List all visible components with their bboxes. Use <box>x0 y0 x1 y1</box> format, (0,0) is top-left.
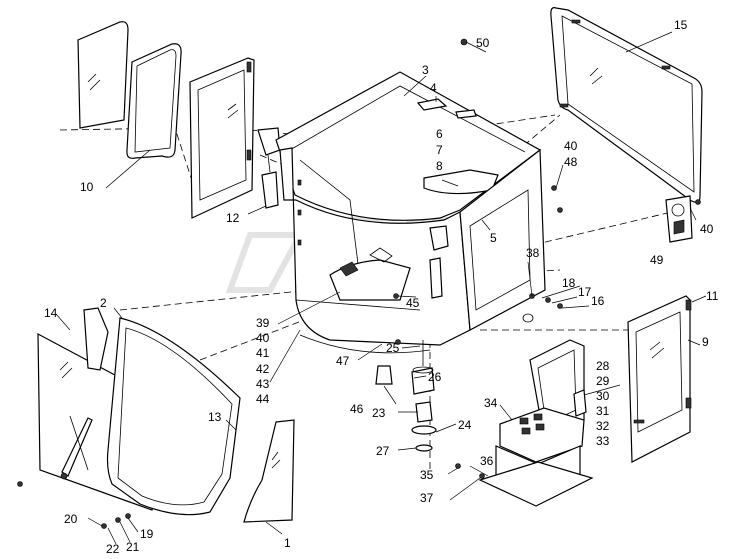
callout-label: 49 <box>650 253 664 267</box>
callout-label: 30 <box>596 389 610 403</box>
callout-label: 45 <box>406 296 420 310</box>
callout-label: 17 <box>578 285 592 299</box>
callout-label: 50 <box>476 36 490 50</box>
callout-label: 44 <box>256 392 270 406</box>
callout-label: 31 <box>596 404 610 418</box>
callout-label: 48 <box>564 155 578 169</box>
callout-label: 26 <box>428 370 442 384</box>
callout-label: 2 <box>100 296 107 310</box>
callout-label: 43 <box>256 377 270 391</box>
rear-window-glass <box>77 21 129 129</box>
left-door-panel <box>189 57 255 219</box>
callout-label: 25 <box>386 341 400 355</box>
callout-label: 46 <box>350 402 364 416</box>
callout-label: 8 <box>436 159 443 173</box>
callout-label: 42 <box>256 362 270 376</box>
callout-label: 11 <box>706 289 719 303</box>
front-wiper-arm <box>60 415 93 480</box>
callout-label: 41 <box>256 346 270 360</box>
callout-label: 40 <box>700 222 714 236</box>
callout-label: 18 <box>562 276 576 290</box>
rear-window-seal <box>126 43 182 159</box>
windshield-frame <box>106 317 241 516</box>
callout-label: 40 <box>256 331 270 345</box>
callout-label: 36 <box>480 454 494 468</box>
callout-label: 13 <box>208 410 222 424</box>
callout-label: 32 <box>596 419 610 433</box>
callout-label: 7 <box>436 143 443 157</box>
callout-label: 14 <box>44 306 58 320</box>
front-upper-window <box>550 7 703 203</box>
right-door <box>627 295 692 463</box>
callout-label: 19 <box>140 527 154 541</box>
callout-label: 35 <box>420 468 434 482</box>
cab-body <box>275 71 546 354</box>
callout-label: 24 <box>458 418 472 432</box>
left-mirror <box>257 127 281 209</box>
wiper-motor <box>665 195 693 243</box>
callout-label: 5 <box>490 231 497 245</box>
callout-labels: 1 2 3 4 5 6 7 8 9 10 11 12 13 14 15 16 1… <box>44 18 719 556</box>
callout-label: 15 <box>674 18 688 32</box>
callout-label: 1 <box>284 536 291 550</box>
operator-seat <box>478 339 594 507</box>
callout-label: 4 <box>430 81 437 95</box>
callout-label: 12 <box>226 211 240 225</box>
callout-label: 21 <box>126 540 140 554</box>
callout-label: 34 <box>484 396 498 410</box>
callout-label: 3 <box>422 63 429 77</box>
callout-label: 33 <box>596 434 610 448</box>
cab-mount-isolators <box>375 340 437 452</box>
callout-label: 27 <box>376 444 390 458</box>
callout-label: 38 <box>526 246 540 260</box>
callout-label: 29 <box>596 374 610 388</box>
callout-label: 47 <box>336 354 350 368</box>
callout-label: 23 <box>372 406 386 420</box>
corner-glass-right <box>243 419 295 523</box>
callout-label: 37 <box>420 491 434 505</box>
callout-label: 22 <box>106 542 120 556</box>
callout-label: 16 <box>591 294 605 308</box>
callout-label: 10 <box>80 180 94 194</box>
right-side-lamp <box>429 225 449 299</box>
leader-lines <box>55 31 707 545</box>
callout-label: 28 <box>596 359 610 373</box>
callout-label: 6 <box>436 127 443 141</box>
corner-glass-left <box>83 307 109 371</box>
fasteners <box>17 38 701 529</box>
callout-label: 20 <box>64 512 78 526</box>
callout-label: 39 <box>256 316 270 330</box>
callout-label: 9 <box>702 335 709 349</box>
callout-label: 40 <box>564 139 578 153</box>
